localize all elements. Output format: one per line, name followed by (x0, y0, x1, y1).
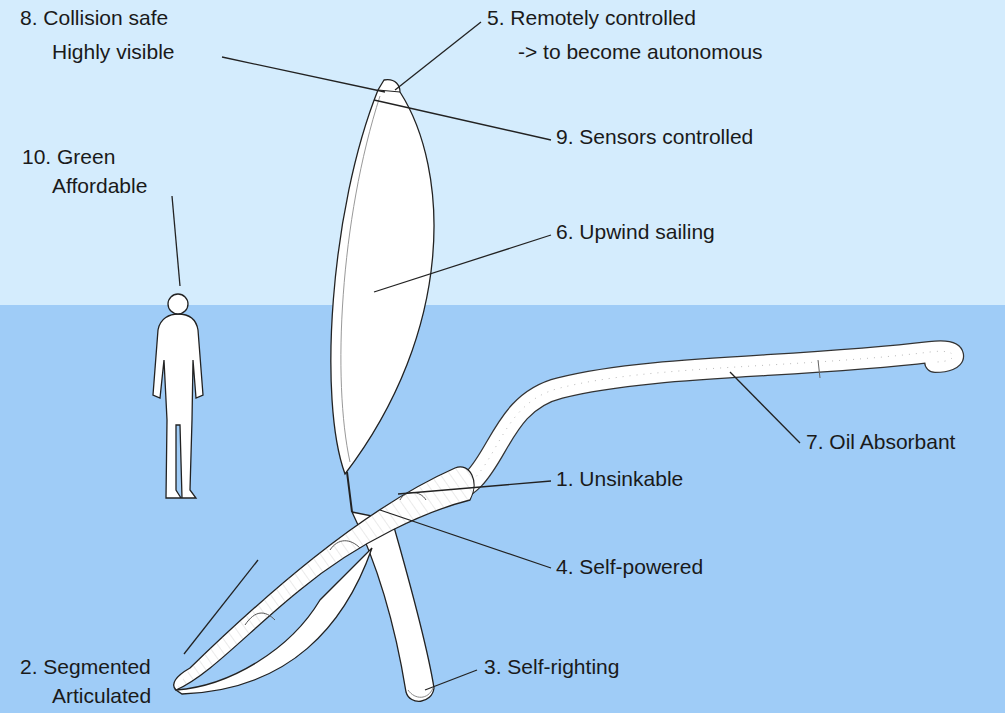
oil-absorbant-tail (440, 351, 953, 495)
callout-text: 2. Segmented (20, 655, 151, 679)
segmented-hull (174, 467, 474, 690)
callout-text: 3. Self-righting (484, 655, 619, 679)
callout-text: Affordable (52, 174, 147, 198)
sky (0, 0, 1005, 305)
callout-text: 5. Remotely controlled (487, 6, 696, 30)
callout-text: 10. Green (22, 145, 115, 169)
callout-text: 1. Unsinkable (556, 467, 683, 491)
water (0, 305, 1005, 713)
callout-text: -> to become autonomous (518, 40, 763, 64)
callout-text: 4. Self-powered (556, 555, 703, 579)
callout-text: Articulated (52, 684, 151, 708)
callout-text: 8. Collision safe (20, 6, 168, 30)
callout-text: 7. Oil Absorbant (806, 430, 955, 454)
callout-text: 6. Upwind sailing (556, 220, 715, 244)
callout-text: Highly visible (52, 40, 175, 64)
person-figure (153, 294, 203, 498)
callout-text: 9. Sensors controlled (556, 125, 753, 149)
leader-lines (172, 22, 800, 690)
sail (331, 80, 434, 512)
